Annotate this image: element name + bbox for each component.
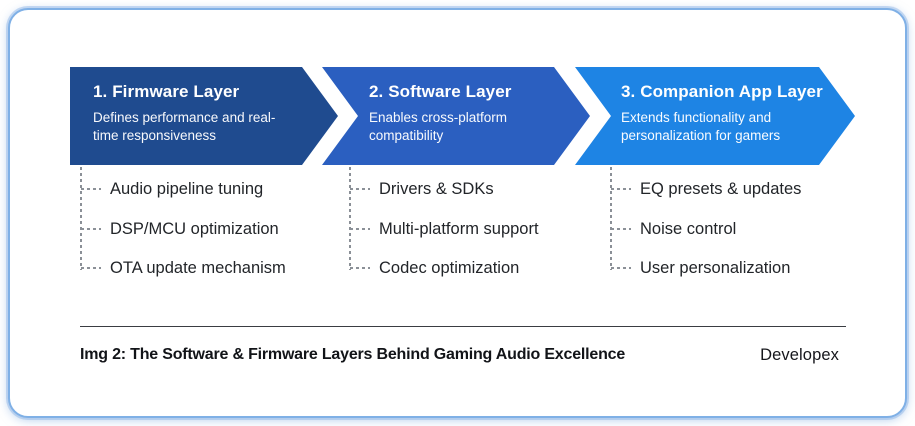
list-item-label: OTA update mechanism (110, 258, 286, 277)
layer-1-subtitle: Defines performance and real-time respon… (93, 110, 276, 144)
dotted-horizontal-connector (611, 228, 631, 230)
dotted-vertical-connector (80, 167, 82, 270)
list-item: Audio pipeline tuning (81, 177, 263, 201)
companion-app-layer-items: EQ presets & updates Noise control User … (610, 165, 890, 285)
list-item: Noise control (611, 217, 736, 241)
list-item: EQ presets & updates (611, 177, 801, 201)
chevron-companion-app-layer: 3. Companion App Layer Extends functiona… (575, 67, 855, 165)
image-caption: Img 2: The Software & Firmware Layers Be… (80, 346, 626, 363)
layer-2-subtitle: Enables cross-platform compatibility (369, 110, 508, 144)
list-item: OTA update mechanism (81, 256, 286, 280)
list-item: Multi-platform support (350, 217, 539, 241)
list-item-label: DSP/MCU optimization (110, 219, 279, 238)
list-item-label: Drivers & SDKs (379, 179, 494, 198)
list-item: DSP/MCU optimization (81, 217, 279, 241)
layer-3-subtitle: Extends functionality and personalizatio… (621, 110, 781, 144)
firmware-layer-items: Audio pipeline tuning DSP/MCU optimizati… (80, 165, 360, 285)
list-item: Codec optimization (350, 256, 519, 280)
dotted-horizontal-connector (350, 267, 370, 269)
layer-3-title: 3. Companion App Layer (621, 82, 823, 101)
dotted-vertical-connector (610, 167, 612, 270)
list-item-label: Codec optimization (379, 258, 520, 277)
list-item-label: Audio pipeline tuning (110, 179, 264, 198)
software-layer-items: Drivers & SDKs Multi-platform support Co… (349, 165, 629, 285)
dotted-horizontal-connector (611, 267, 631, 269)
dotted-horizontal-connector (611, 188, 631, 190)
chevron-firmware-layer: 1. Firmware Layer Defines performance an… (70, 67, 338, 165)
chevron-software-layer: 2. Software Layer Enables cross-platform… (322, 67, 590, 165)
dotted-horizontal-connector (81, 267, 101, 269)
dotted-vertical-connector (349, 167, 351, 270)
list-item-label: Multi-platform support (379, 219, 539, 238)
list-item-label: Noise control (640, 219, 737, 238)
list-item: User personalization (611, 256, 790, 280)
dotted-horizontal-connector (350, 228, 370, 230)
diagram-card: 1. Firmware Layer Defines performance an… (8, 8, 907, 418)
caption-divider (80, 326, 846, 327)
list-item: Drivers & SDKs (350, 177, 494, 201)
list-item-label: User personalization (640, 258, 791, 277)
list-item-label: EQ presets & updates (640, 179, 802, 198)
developex-logo: Developex (760, 346, 839, 364)
layer-1-title: 1. Firmware Layer (93, 82, 240, 101)
layer-2-title: 2. Software Layer (369, 82, 512, 101)
dotted-horizontal-connector (81, 188, 101, 190)
dotted-horizontal-connector (81, 228, 101, 230)
dotted-horizontal-connector (350, 188, 370, 190)
